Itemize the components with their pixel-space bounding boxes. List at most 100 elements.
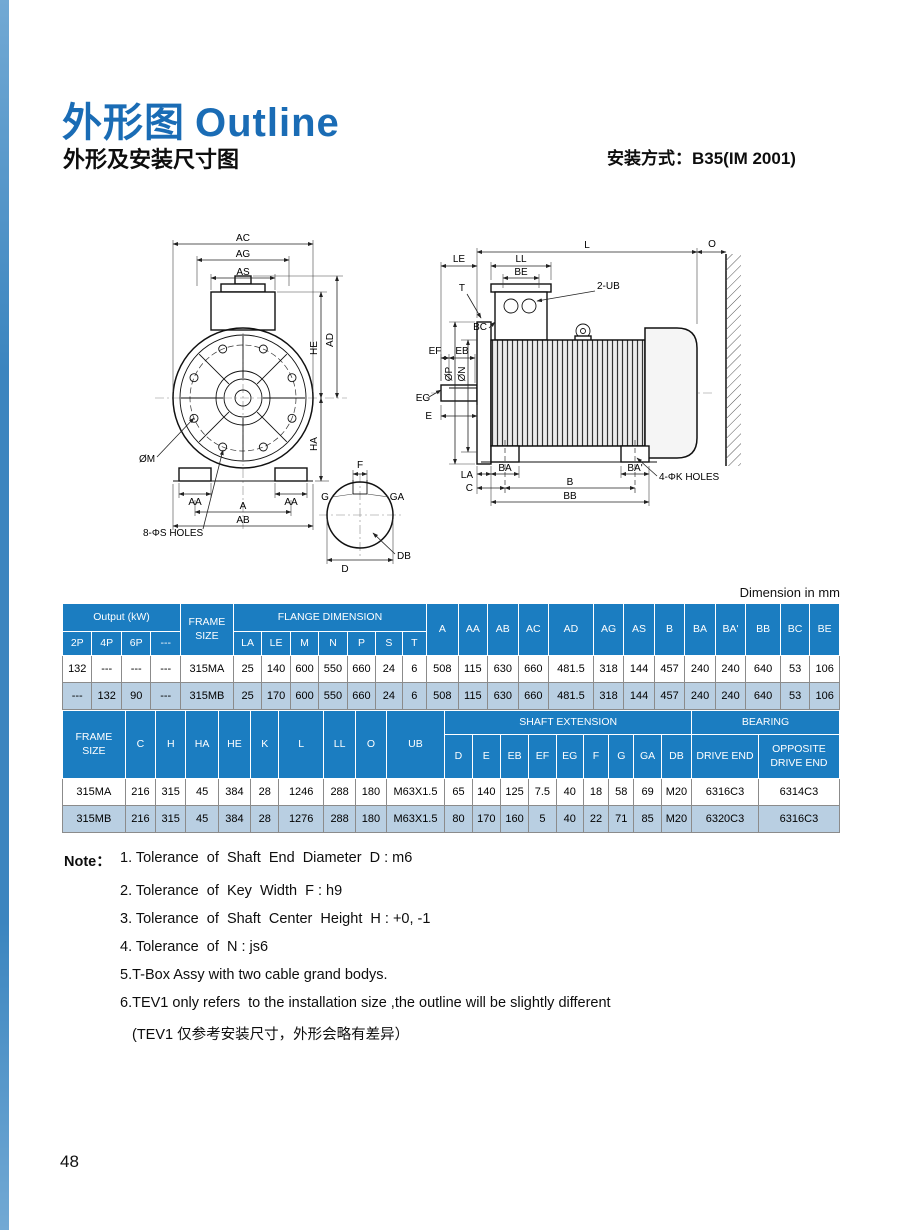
table-cell: 600 [289, 682, 320, 710]
table-cell: 216 [124, 805, 157, 833]
table-cell: 28 [250, 778, 280, 806]
dim-label-ll: LL [515, 254, 527, 265]
table-cell: 6 [401, 682, 428, 710]
flange-dimension-table: Output (kW) FRAME SIZE FLANGE DIMENSION … [61, 603, 840, 710]
dim-label-ba: BA [498, 463, 512, 474]
col-header: DB [660, 734, 693, 779]
mounting-wall [726, 254, 741, 466]
col-header: M [289, 631, 320, 656]
table-cell: 6316C3 [691, 778, 759, 806]
table-cell: 170 [471, 805, 501, 833]
col-header-drive-end: DRIVE END [691, 734, 759, 779]
table-cell: 288 [322, 778, 357, 806]
table-cell: 1246 [278, 778, 324, 806]
col-header: --- [150, 631, 181, 656]
notes-section: Note： 1. Tolerance of Shaft End Diameter… [64, 850, 611, 1056]
side-view: L O LE LL BE T 2-UB BC [416, 239, 741, 506]
dim-label-f: F [357, 460, 363, 471]
table-cell: 315MB [62, 805, 126, 833]
dim-label-be: BE [514, 267, 528, 278]
table-cell: 115 [457, 655, 489, 683]
table-cell: 630 [487, 682, 519, 710]
dim-label-2ub: 2-UB [597, 281, 620, 292]
table-cell: 40 [555, 805, 584, 833]
dim-label-eg: EG [416, 393, 431, 404]
table-cell: 660 [346, 655, 377, 683]
table-cell: 315MB [179, 682, 234, 710]
table-cell: --- [91, 655, 122, 683]
col-header: P [346, 631, 377, 656]
table-cell: 318 [592, 682, 625, 710]
col-header-flange-dimension: FLANGE DIMENSION [232, 603, 428, 632]
dim-label-bb: BB [563, 491, 577, 502]
col-header: E [471, 734, 501, 779]
dim-label-g: G [321, 492, 329, 503]
dim-label-ha: HA [309, 437, 320, 451]
table-cell: 25 [232, 655, 263, 683]
table-cell: 90 [120, 682, 152, 710]
col-header: AD [548, 603, 594, 656]
table-cell: 240 [714, 682, 747, 710]
dim-label-le: LE [453, 254, 466, 265]
col-header-opposite-drive-end: OPPOSITE DRIVE END [757, 734, 841, 779]
shaft-end-view: F G GA D DB [319, 460, 411, 575]
table-cell: 457 [653, 682, 686, 710]
dim-label-phi-n: ØN [457, 367, 468, 382]
col-header: S [375, 631, 403, 656]
note-item: 6.TEV1 only refers to the installation s… [120, 995, 611, 1011]
table-cell: --- [150, 682, 181, 710]
col-header: EG [555, 734, 584, 779]
col-header: BE [809, 603, 840, 656]
note-item: 5.T-Box Assy with two cable grand bodys. [120, 967, 388, 983]
col-header-frame-size: FRAME SIZE [62, 710, 126, 779]
table-cell: 40 [555, 778, 584, 806]
table-cell: 457 [653, 655, 686, 683]
mounting-type-label: 安装方式：B35(IM 2001) [607, 149, 796, 168]
table-cell: 45 [185, 805, 219, 833]
dim-label-l: L [584, 240, 590, 251]
table-cell: 1276 [278, 805, 324, 833]
col-header: UB [385, 710, 446, 779]
col-header: A [426, 603, 459, 656]
dim-label-phi-p: ØP [444, 366, 455, 381]
table-cell: 58 [608, 778, 635, 806]
table-cell: 6316C3 [757, 805, 841, 833]
col-header: AC [517, 603, 550, 656]
dim-label-t: T [459, 283, 465, 294]
dim-label-phi-m: ØM [139, 454, 155, 465]
table-cell: --- [150, 655, 181, 683]
col-header: C [124, 710, 157, 779]
table-cell: 288 [322, 805, 357, 833]
page-edge-strip [0, 0, 9, 1230]
table-cell: 140 [261, 655, 291, 683]
dim-label-c: C [466, 483, 473, 494]
table-cell: 170 [261, 682, 291, 710]
col-header: N [318, 631, 348, 656]
table-cell: 132 [91, 682, 122, 710]
table-cell: M63X1.5 [385, 778, 446, 806]
table-cell: 53 [779, 682, 811, 710]
table-cell: 315MA [179, 655, 234, 683]
dim-label-ac: AC [236, 233, 250, 244]
col-header: BB [745, 603, 781, 656]
table-cell: 28 [250, 805, 280, 833]
table-cell: 71 [608, 805, 635, 833]
table-cell: 22 [582, 805, 610, 833]
table-cell: 640 [745, 682, 781, 710]
table-cell: 660 [346, 682, 377, 710]
title-zh: 外形图 [62, 101, 185, 145]
table-cell: M20 [660, 805, 693, 833]
col-header: GA [633, 734, 662, 779]
table-cell: --- [120, 655, 152, 683]
table-cell: 115 [457, 682, 489, 710]
dim-label-ad: AD [325, 333, 336, 347]
col-header: O [355, 710, 387, 779]
col-header: G [608, 734, 635, 779]
col-header: AA [457, 603, 489, 656]
table-cell: 160 [499, 805, 530, 833]
shaft-bearing-table: FRAME SIZE C H HA HE K L LL O UB SHAFT E… [62, 710, 841, 833]
dim-label-d: D [341, 564, 348, 575]
